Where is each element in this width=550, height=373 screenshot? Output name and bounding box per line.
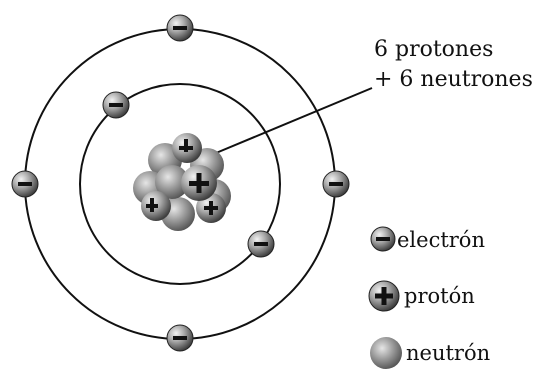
electron — [11, 170, 39, 198]
proton — [181, 165, 217, 201]
legend-electron-label: electrón — [397, 228, 485, 252]
nucleus — [133, 133, 231, 231]
electron — [102, 91, 130, 119]
legend-neutron-label: neutrón — [406, 341, 490, 365]
electron — [166, 324, 194, 352]
inner-orbit — [79, 83, 281, 285]
legend-neutron-icon — [370, 337, 402, 369]
electron — [166, 14, 194, 42]
electron — [322, 170, 350, 198]
electron — [247, 230, 275, 258]
legend: electrón protón neutrón — [368, 226, 490, 369]
nucleus-label-protons: 6 protones — [374, 37, 493, 62]
nucleus-pointer-line — [215, 87, 373, 154]
legend-proton-label: protón — [404, 284, 475, 308]
proton — [196, 193, 226, 223]
legend-proton-icon — [368, 280, 400, 312]
nucleus-label-neutrons: + 6 neutrones — [374, 67, 533, 92]
legend-electron-icon — [370, 226, 396, 252]
proton — [141, 191, 171, 221]
proton — [172, 133, 202, 163]
